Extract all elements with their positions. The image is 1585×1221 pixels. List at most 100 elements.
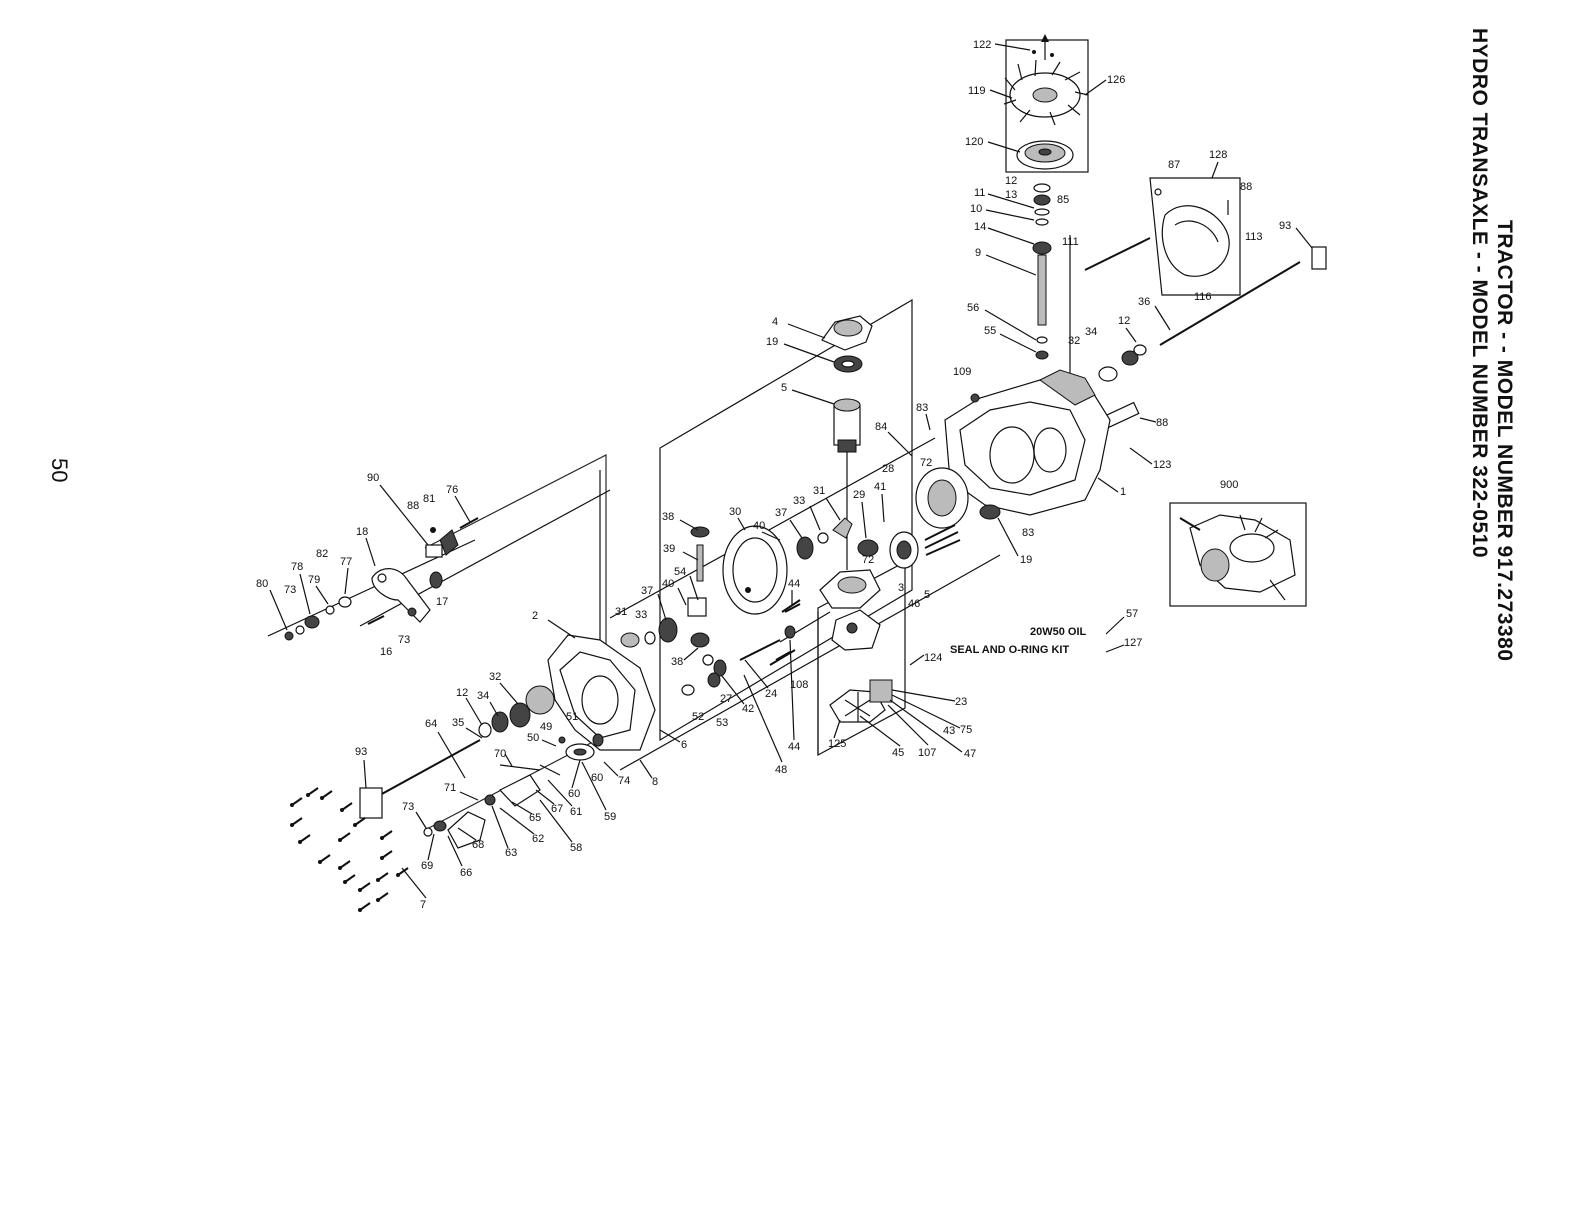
part-label: 80 [256,578,268,590]
part-label: 65 [529,812,541,824]
part-label: 8 [652,776,658,788]
part-label: 67 [551,803,563,815]
part-label: 107 [918,747,936,759]
part-label: 40 [662,578,674,590]
inset-900 [1179,514,1296,601]
part-label: 53 [716,717,728,729]
part-label: 93 [1279,220,1291,232]
part-label: 82 [316,548,328,560]
part-label: 14 [974,221,986,233]
part-label: 18 [356,526,368,538]
part-label: 32 [1068,335,1080,347]
part-label: 42 [742,703,754,715]
part-label: 11 [974,187,985,199]
part-label: 113 [1245,231,1263,243]
part-label: 70 [494,748,506,760]
part-label: 73 [398,634,410,646]
part-label: 76 [446,484,458,496]
part-label: 63 [505,847,517,859]
part-label: 38 [662,511,674,523]
part-label: 33 [793,495,805,507]
part-label: 5 [781,382,787,394]
part-label: 72 [862,554,874,566]
part-label: 13 [1005,189,1017,201]
part-label: 66 [460,867,472,879]
part-label: 39 [663,543,675,555]
part-label: 75 [960,724,972,736]
part-label: 38 [671,656,683,668]
part-label: 48 [775,764,787,776]
part-label: 81 [423,493,435,505]
part-label: 87 [1168,159,1180,171]
part-label: 35 [452,717,464,729]
part-label: 93 [355,746,367,758]
part-label: 60 [568,788,580,800]
part-label: 122 [973,39,991,51]
part-label: 32 [489,671,501,683]
seal-kit-note: SEAL AND O-RING KIT [950,644,1069,656]
part-label: 12 [456,687,468,699]
part-label: 72 [920,457,932,469]
part-label: 83 [916,402,928,414]
part-label: 44 [788,741,800,753]
part-label: 60 [591,772,603,784]
part-label: 84 [875,421,887,433]
center-parts [620,315,961,723]
part-label: 12 [1118,315,1130,327]
part-label: 109 [953,366,971,378]
bolts [290,603,801,912]
part-label: 119 [968,85,986,97]
part-label: 28 [882,463,894,475]
part-label: 43 [943,725,955,737]
part-label: 88 [1240,181,1252,193]
part-label: 78 [291,561,303,573]
part-label: 4 [772,316,778,328]
part-label: 10 [970,203,982,215]
part-label: 54 [674,566,686,578]
part-label: 900 [1220,479,1238,491]
part-label: 9 [975,247,981,259]
part-label: 34 [1085,326,1097,338]
part-label: 59 [604,811,616,823]
part-label: 51 [566,711,578,723]
part-label: 46 [908,598,920,610]
part-label: 47 [964,748,976,760]
part-label: 19 [766,336,778,348]
part-label: 5 [924,589,930,601]
part-label: 127 [1124,637,1142,649]
part-label: 31 [615,606,627,618]
part-label: 36 [1138,296,1150,308]
part-label: 69 [421,860,433,872]
part-label: 33 [635,609,647,621]
part-label: 108 [790,679,808,691]
part-label: 17 [436,596,448,608]
part-label: 19 [1020,554,1032,566]
part-label: 44 [788,578,800,590]
part-label: 30 [729,506,741,518]
part-label: 12 [1005,175,1017,187]
part-label: 57 [1126,608,1138,620]
part-label: 77 [340,556,352,568]
housing-1 [915,344,1147,529]
part-label: 6 [681,739,687,751]
part-label: 64 [425,718,437,730]
part-label: 3 [898,582,904,594]
linkage-bottom [423,764,561,849]
part-label: 85 [1057,194,1069,206]
part-label: 27 [720,693,732,705]
cover-128 [1098,188,1327,431]
axis-lines [267,237,1301,771]
part-label: 1 [1120,486,1126,498]
part-label: 116 [1194,291,1212,303]
part-label: 74 [618,775,630,787]
part-label: 16 [380,646,392,658]
part-label: 61 [570,806,582,818]
part-label: 49 [540,721,552,733]
part-label: 55 [984,325,996,337]
part-label: 50 [527,732,539,744]
part-label: 37 [775,507,787,519]
part-label: 73 [402,801,414,813]
part-label: 29 [853,489,865,501]
part-label: 90 [367,472,379,484]
